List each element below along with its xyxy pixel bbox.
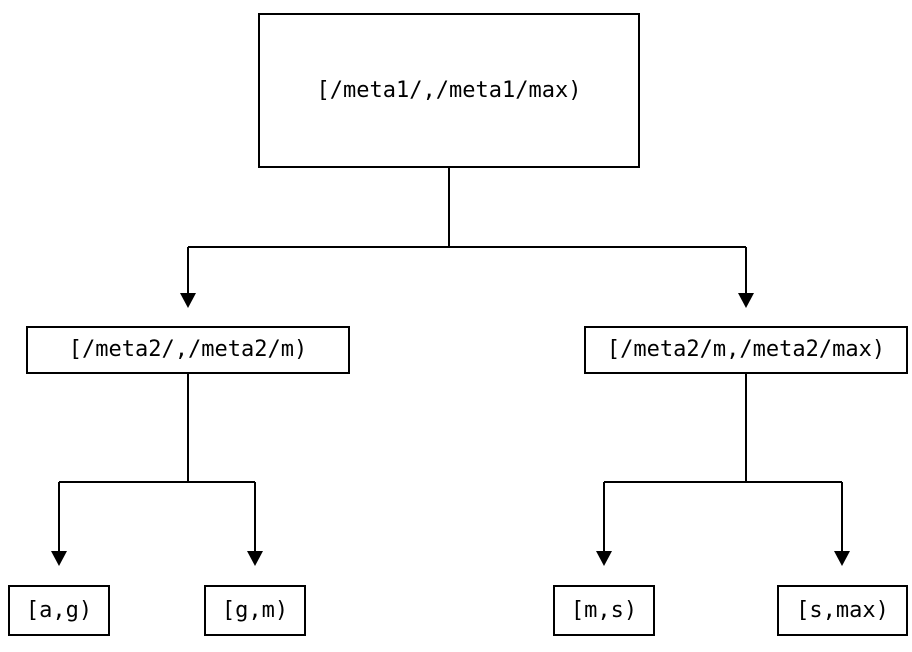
node-root-label: [/meta1/,/meta1/max) (316, 77, 582, 103)
node-meta2-high: [/meta2/m,/meta2/max) (584, 326, 908, 374)
node-meta2-low-label: [/meta2/,/meta2/m) (68, 337, 308, 362)
node-leaf-smax: [s,max) (777, 585, 908, 636)
edge-meta2high-to-leaves (603, 374, 843, 552)
arrow-down-icon (51, 551, 67, 566)
node-leaf-smax-label: [s,max) (796, 597, 889, 623)
node-leaf-gm: [g,m) (204, 585, 306, 636)
node-root: [/meta1/,/meta1/max) (258, 13, 640, 168)
node-leaf-gm-label: [g,m) (221, 597, 289, 623)
node-leaf-ms-label: [m,s) (570, 597, 638, 623)
node-leaf-ag: [a,g) (8, 585, 110, 636)
node-leaf-ag-label: [a,g) (25, 597, 93, 623)
arrow-down-icon (834, 551, 850, 566)
edge-root-to-meta2-nodes (187, 168, 747, 294)
node-leaf-ms: [m,s) (553, 585, 655, 636)
edge-meta2low-to-leaves (58, 374, 256, 552)
arrow-down-icon (247, 551, 263, 566)
node-meta2-high-label: [/meta2/m,/meta2/max) (606, 337, 886, 362)
arrow-down-icon (596, 551, 612, 566)
node-meta2-low: [/meta2/,/meta2/m) (26, 326, 350, 374)
arrow-down-icon (738, 293, 754, 308)
arrow-down-icon (180, 293, 196, 308)
